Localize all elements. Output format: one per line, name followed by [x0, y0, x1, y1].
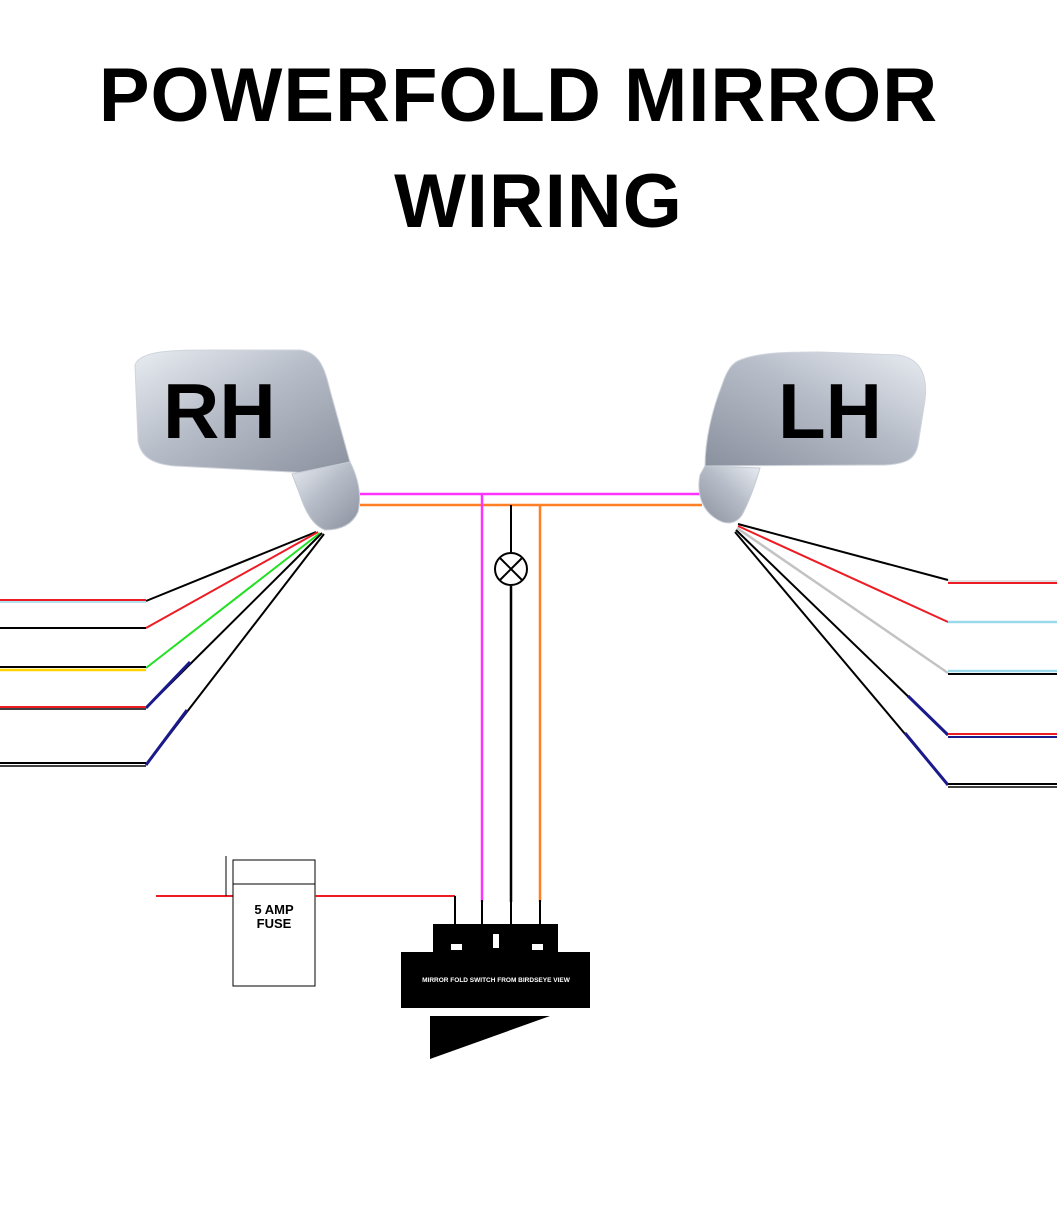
rh-harness	[0, 531, 325, 767]
switch-icon: MIRROR FOLD SWITCH FROM BIRDSEYE VIEW	[401, 900, 590, 1059]
title-line-2: WIRING	[394, 159, 683, 244]
switch-pin-3	[532, 944, 543, 950]
fuse-label-line-1: 5 AMP	[254, 902, 294, 917]
bus-wires	[360, 492, 702, 902]
switch-pin-2	[493, 934, 499, 948]
mirror-icon	[704, 351, 927, 467]
mirror-label-lh: LH	[778, 367, 882, 455]
lamp-icon	[494, 552, 528, 586]
title-line-1: POWERFOLD MIRROR	[98, 53, 939, 138]
switch-rocker	[430, 1016, 550, 1059]
mirror-rh: RH	[134, 349, 361, 531]
lh-harness	[734, 523, 1057, 788]
switch-pin-1	[451, 944, 462, 950]
mirror-arm-rh	[291, 461, 361, 531]
switch-caption: MIRROR FOLD SWITCH FROM BIRDSEYE VIEW	[422, 977, 571, 984]
mirror-label-rh: RH	[163, 367, 276, 455]
fuse-label-line-2: FUSE	[257, 916, 292, 931]
mirror-arm-lh	[698, 465, 761, 524]
mirror-icon	[134, 349, 351, 475]
mirror-lh: LH	[698, 351, 927, 524]
fuse-icon: 5 AMP FUSE	[156, 856, 456, 987]
